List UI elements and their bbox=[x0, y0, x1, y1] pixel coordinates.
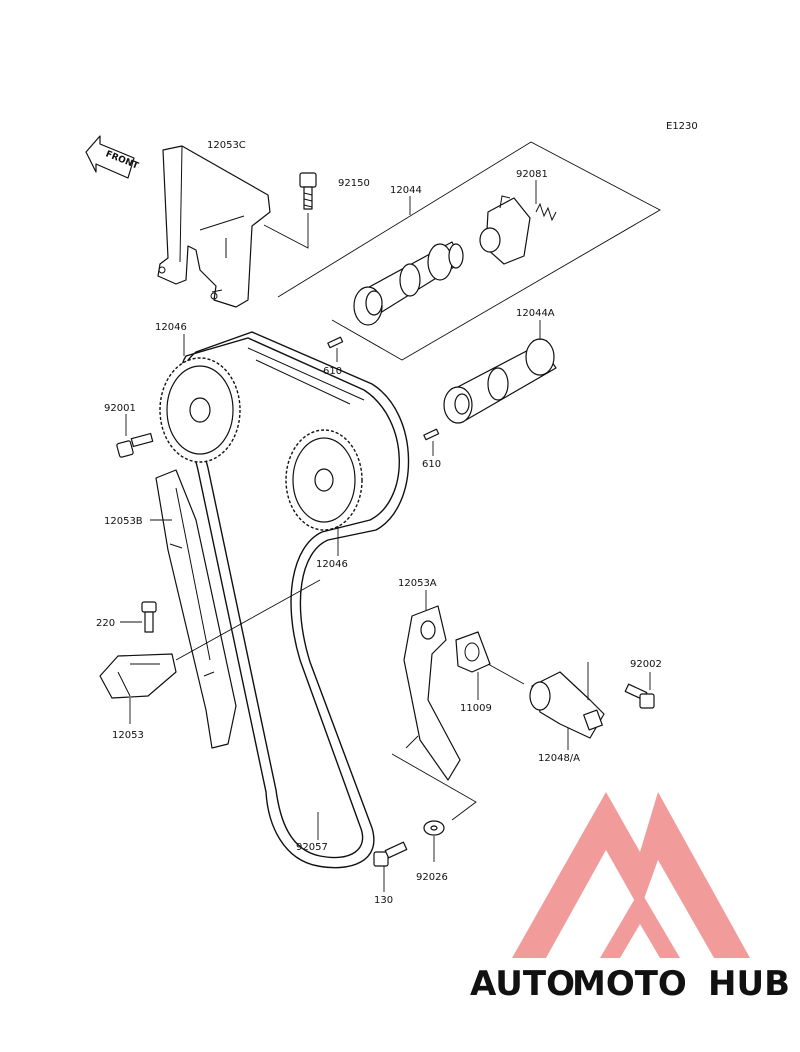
decompressor-12044-part bbox=[479, 195, 531, 265]
label-92002: 92002 bbox=[630, 659, 662, 670]
wordmark-hub: HUB bbox=[708, 964, 790, 1004]
camshaft-12044A bbox=[443, 338, 557, 424]
label-130: 130 bbox=[374, 895, 393, 906]
gasket-11009 bbox=[455, 631, 491, 673]
label-12053: 12053 bbox=[112, 730, 144, 741]
label-12053B: 12053B bbox=[104, 516, 143, 527]
wordmark-moto: MOTO bbox=[572, 964, 687, 1004]
diagram-code: E1230 bbox=[666, 121, 698, 132]
bolt-220 bbox=[141, 601, 157, 633]
label-92001: 92001 bbox=[104, 403, 136, 414]
label-610-bottom: 610 bbox=[422, 459, 441, 470]
washer-92026 bbox=[423, 820, 445, 836]
dowel-pin-610-top bbox=[327, 336, 344, 349]
bolt-92002 bbox=[624, 683, 655, 709]
label-92150: 92150 bbox=[338, 178, 370, 189]
automotohub-logo bbox=[512, 792, 750, 958]
label-12046-top: 12046 bbox=[155, 322, 187, 333]
label-12048A: 12048/A bbox=[538, 753, 580, 764]
spring-92081 bbox=[535, 202, 557, 222]
wordmark-auto: AUTO bbox=[470, 964, 575, 1004]
label-92081: 92081 bbox=[516, 169, 548, 180]
label-12046-bottom: 12046 bbox=[316, 559, 348, 570]
label-12053C: 12053C bbox=[207, 140, 246, 151]
bolt-92001 bbox=[116, 432, 154, 458]
chain-guide-12053A bbox=[403, 605, 461, 781]
camshaft-12044 bbox=[353, 241, 464, 326]
label-12044: 12044 bbox=[390, 185, 422, 196]
front-arrow-icon: FRONT bbox=[85, 135, 141, 179]
sprocket-12046-bottom bbox=[285, 429, 363, 531]
tensioner-12048A bbox=[529, 671, 605, 739]
label-12044A: 12044A bbox=[516, 308, 555, 319]
automotohub-wordmark: AUTO MOTO HUB bbox=[470, 964, 790, 1004]
label-12053A: 12053A bbox=[398, 578, 437, 589]
label-92057: 92057 bbox=[296, 842, 328, 853]
bolt-92150 bbox=[299, 172, 317, 210]
bolt-130 bbox=[373, 841, 408, 867]
bracket-12053C bbox=[157, 145, 271, 308]
dowel-pin-610-bottom bbox=[423, 428, 440, 441]
label-220: 220 bbox=[96, 618, 115, 629]
label-92026: 92026 bbox=[416, 872, 448, 883]
chain-guide-12053B bbox=[155, 469, 237, 749]
label-610-top: 610 bbox=[323, 366, 342, 377]
sprocket-12046-top bbox=[159, 357, 241, 463]
label-11009: 11009 bbox=[460, 703, 492, 714]
chain-guide-12053 bbox=[99, 653, 177, 699]
